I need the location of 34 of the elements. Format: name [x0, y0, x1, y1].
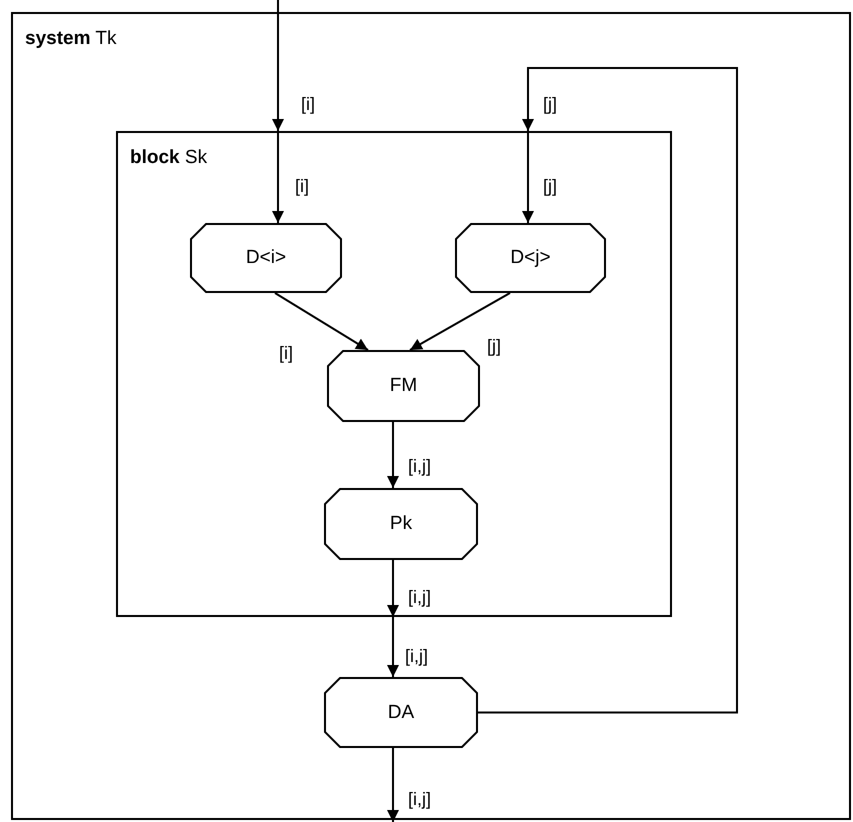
- arrow: [478, 67, 738, 714]
- edge-label: [j]: [486, 336, 502, 356]
- arrow: [387, 422, 399, 488]
- edge-label: [i,j]: [407, 587, 432, 607]
- arrow: [387, 617, 399, 677]
- arrow: [272, 131, 284, 223]
- arrow: [522, 131, 534, 223]
- process-label: FM: [388, 375, 418, 397]
- process-label: DA: [386, 702, 416, 724]
- edge-label: [i]: [300, 94, 316, 114]
- arrow: [272, 0, 284, 131]
- process-label: Pk: [388, 513, 414, 535]
- system-boundary: [11, 12, 851, 820]
- process-octagon: [324, 677, 478, 748]
- arrow: [387, 560, 399, 617]
- process-octagon: [324, 488, 478, 560]
- edge-label: [i]: [278, 343, 294, 363]
- block-title: system Tk: [25, 28, 117, 50]
- edge-label: [i]: [294, 176, 310, 196]
- arrow: [410, 292, 510, 351]
- block-title: block Sk: [130, 147, 208, 169]
- arrow: [274, 292, 369, 351]
- process-octagon: [455, 223, 606, 293]
- process-octagon: [190, 223, 342, 293]
- edge-label: [i,j]: [407, 789, 432, 809]
- process-label: D<j>: [509, 247, 552, 269]
- process-label: D<i>: [244, 247, 288, 269]
- edge-label: [j]: [542, 176, 558, 196]
- process-octagon: [327, 350, 480, 422]
- arrow: [387, 748, 399, 822]
- edge-label: [i,j]: [407, 456, 432, 476]
- edge-label: [i,j]: [404, 646, 430, 666]
- block-boundary: [116, 131, 672, 617]
- edge-label: [j]: [542, 94, 558, 114]
